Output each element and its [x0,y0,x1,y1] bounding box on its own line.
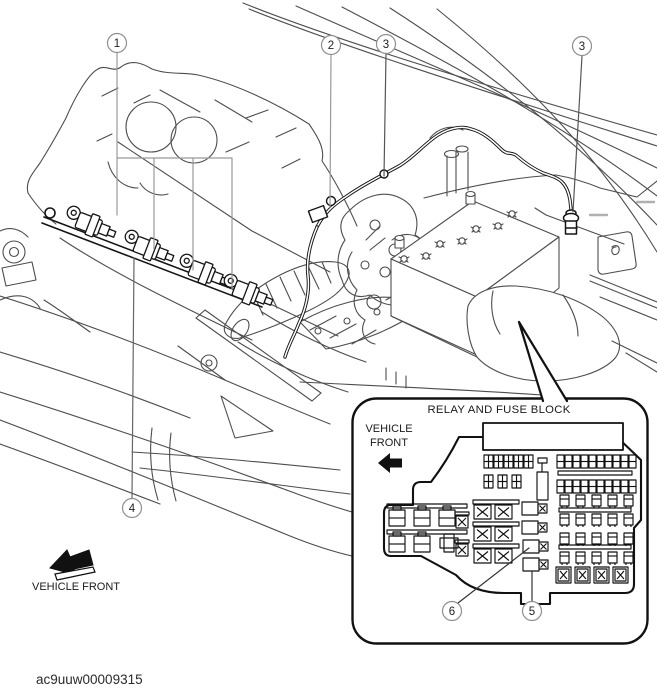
vehicle-front-label: VEHICLE FRONT [32,581,120,593]
injector-1 [66,205,117,238]
figure-code: ac9uuw00009315 [36,672,143,687]
injector-3 [179,253,230,286]
battery-cell-caps [385,190,518,389]
callout-3a: 3 [375,33,397,55]
cowl-lines [242,2,657,253]
callout-number: 5 [529,606,535,618]
intake-duct [223,261,350,342]
callout-number: 3 [383,39,389,51]
relay-fuse-block-cover [466,285,621,382]
left-edge-parts [0,228,91,333]
inset-vehicle-front-line1: VEHICLE [365,423,412,435]
callout-number: 1 [114,38,120,50]
callout-2: 2 [320,34,342,56]
callout-leaders [116,52,583,499]
inset-vehicle-front-line2: FRONT [370,437,408,449]
callout-number: 3 [579,41,585,53]
callout-5: 5 [521,600,543,622]
callout-number: 6 [449,606,455,618]
fuel-hose [283,125,580,359]
front-body-lines [0,295,544,557]
callout-6: 6 [441,600,463,622]
inset-pointer [517,320,569,403]
fuel-injectors [66,205,274,306]
fuse-block-outline [382,435,643,606]
vehicle-front-arrow-base [54,566,96,581]
callout-4: 4 [121,497,143,519]
engine-bay-line-art [0,2,657,557]
inset-callout-leaders [457,547,533,604]
hose-start-valve [307,169,389,224]
callout-number: 4 [129,503,136,515]
relay-fuse-block-inset: RELAY AND FUSE BLOCK VEHICLE FRONT [351,320,649,645]
vehicle-front-marker-main: VEHICLE FRONT [32,549,120,593]
inset-panel [351,397,649,645]
inset-title: RELAY AND FUSE BLOCK [427,404,570,416]
injector-2 [124,229,175,262]
fuse-block-top-connector [482,422,624,451]
inset-vehicle-front-arrow-icon [378,453,402,473]
injector-4 [223,273,274,306]
hose-end-fitting [562,209,580,235]
callout-1: 1 [106,32,128,54]
callout-3b: 3 [571,35,593,57]
right-body-details [534,207,657,373]
callout-number: 2 [328,40,334,52]
fuse-elements [386,454,637,584]
engine-cover [26,61,358,341]
